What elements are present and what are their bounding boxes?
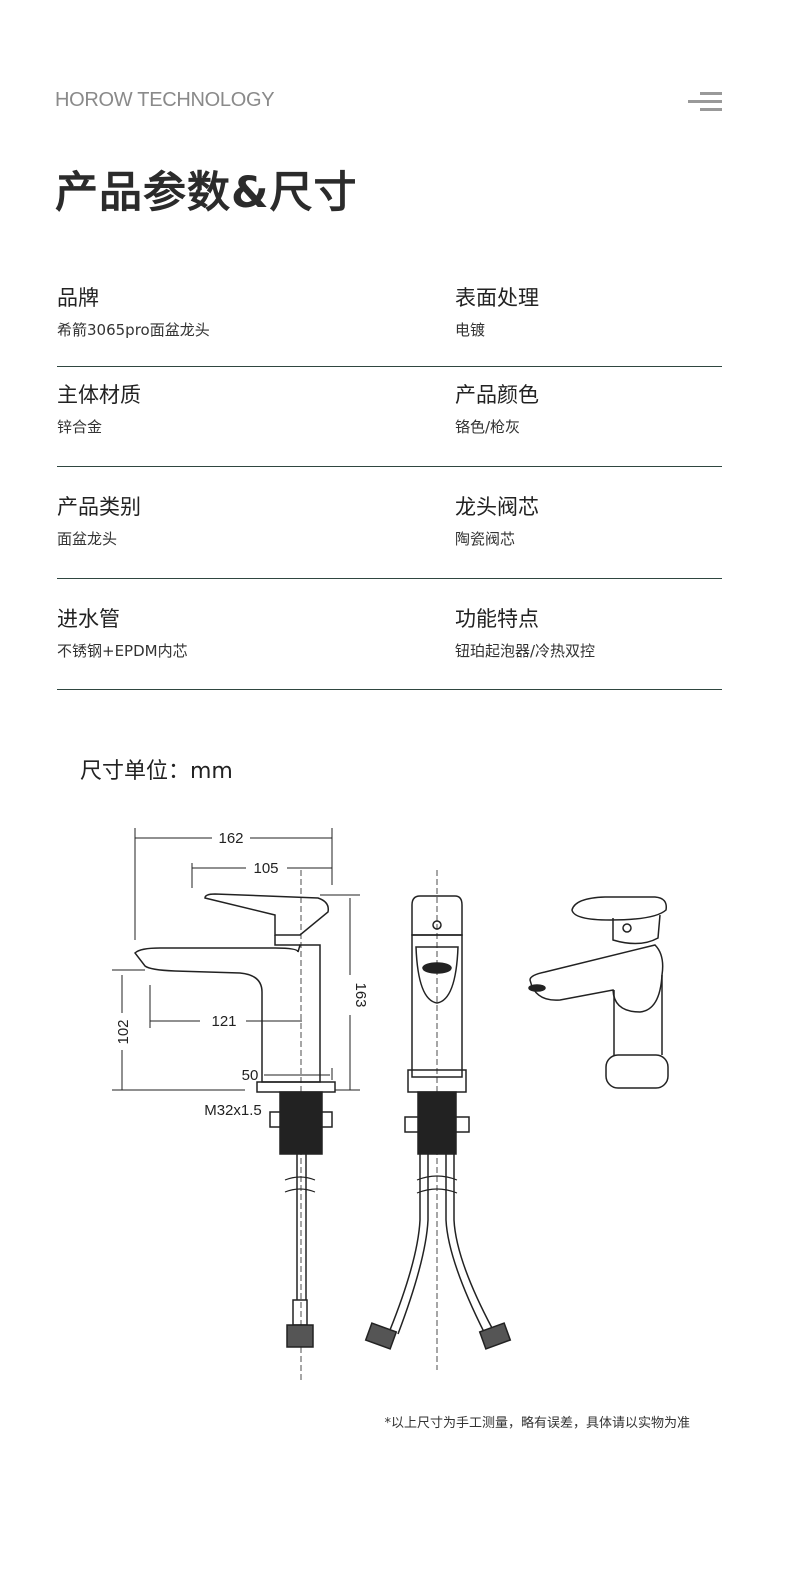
spec-label: 功能特点 — [455, 607, 539, 631]
dimension-lines — [112, 828, 360, 1091]
spec-row: 品牌希箭3065pro面盆龙头 表面处理电镀 — [57, 270, 722, 367]
dim-base-diameter: 50 — [242, 1067, 259, 1084]
spec-label: 龙头阀芯 — [455, 495, 539, 519]
spec-row: 产品类别面盆龙头 龙头阀芯陶瓷阀芯 — [57, 467, 722, 579]
brand-name: HOROW TECHNOLOGY — [55, 89, 275, 111]
dim-spout-reach: 121 — [211, 1013, 236, 1030]
dim-spout-height: 102 — [115, 1019, 132, 1044]
spec-value: 陶瓷阀芯 — [455, 530, 516, 548]
spec-label: 品牌 — [57, 286, 99, 310]
unit-label: 尺寸单位：mm — [80, 759, 233, 784]
spec-value: 不锈钢+EPDM内芯 — [57, 642, 188, 660]
faucet-perspective-view — [528, 896, 669, 1089]
menu-lines-icon[interactable] — [688, 92, 722, 112]
dim-total-height: 163 — [352, 982, 369, 1007]
spec-label: 主体材质 — [57, 383, 141, 407]
dim-total-length: 162 — [218, 830, 243, 847]
footnote: *以上尺寸为手工测量，略有误差，具体请以实物为准 — [384, 1416, 690, 1431]
spec-value: 钮珀起泡器/冷热双控 — [455, 642, 596, 660]
spec-value: 电镀 — [455, 321, 486, 339]
dim-body-to-handle: 105 — [253, 860, 278, 877]
spec-label: 产品颜色 — [455, 383, 539, 407]
spec-label: 进水管 — [57, 607, 120, 631]
faucet-front-view — [364, 895, 512, 1350]
spec-value: 面盆龙头 — [57, 530, 118, 548]
dim-thread: M32x1.5 — [204, 1102, 262, 1119]
page-title: 产品参数&尺寸 — [55, 168, 358, 218]
faucet-side-view — [134, 893, 336, 1348]
spec-value: 锌合金 — [57, 418, 103, 436]
spec-row: 主体材质锌合金 产品颜色铬色/枪灰 — [57, 367, 722, 467]
spec-label: 表面处理 — [455, 286, 539, 310]
spec-table: 品牌希箭3065pro面盆龙头 表面处理电镀 主体材质锌合金 产品颜色铬色/枪灰… — [57, 270, 722, 690]
spec-value: 希箭3065pro面盆龙头 — [57, 321, 210, 339]
spec-value: 铬色/枪灰 — [455, 418, 521, 436]
spec-row: 进水管不锈钢+EPDM内芯 功能特点钮珀起泡器/冷热双控 — [57, 579, 722, 690]
faucet-dimension-drawing: 162 105 121 102 163 50 M32x1.5 — [112, 828, 669, 1380]
spec-label: 产品类别 — [57, 495, 141, 519]
